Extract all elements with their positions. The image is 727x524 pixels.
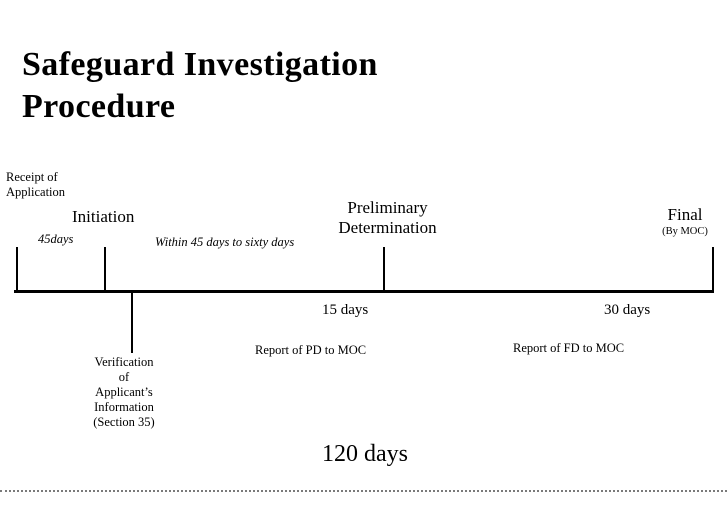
bottom-divider: [0, 490, 727, 492]
tick-verification: [131, 291, 133, 353]
milestone-final: Final: [667, 205, 703, 224]
duration-30-days: 30 days: [604, 302, 651, 318]
milestone-preliminary-determination: Preliminary Determination: [338, 198, 437, 237]
page-title: Safeguard Investigation Procedure: [22, 46, 378, 125]
duration-within-45-to-60-days: Within 45 days to sixty days: [155, 235, 295, 249]
duration-15-days: 15 days: [322, 302, 369, 318]
tick-preliminary: [383, 247, 385, 291]
total-duration-label: 120 days: [322, 441, 408, 467]
tick-final: [712, 247, 714, 291]
note-report-of-fd-to-moc: Report of FD to MOC: [513, 341, 625, 355]
final-by-moc-note: (By MOC): [662, 226, 708, 237]
note-verification-of-applicant-information: Verification of Applicant’s Information …: [93, 355, 155, 429]
tick-initiation: [104, 247, 106, 291]
tick-receipt: [16, 247, 18, 291]
milestone-receipt-of-application: Receipt of Application: [6, 170, 66, 199]
timeline-axis: [14, 290, 714, 293]
milestone-initiation: Initiation: [72, 207, 135, 226]
note-report-of-pd-to-moc: Report of PD to MOC: [255, 343, 367, 357]
duration-45-days: 45days: [38, 232, 74, 246]
